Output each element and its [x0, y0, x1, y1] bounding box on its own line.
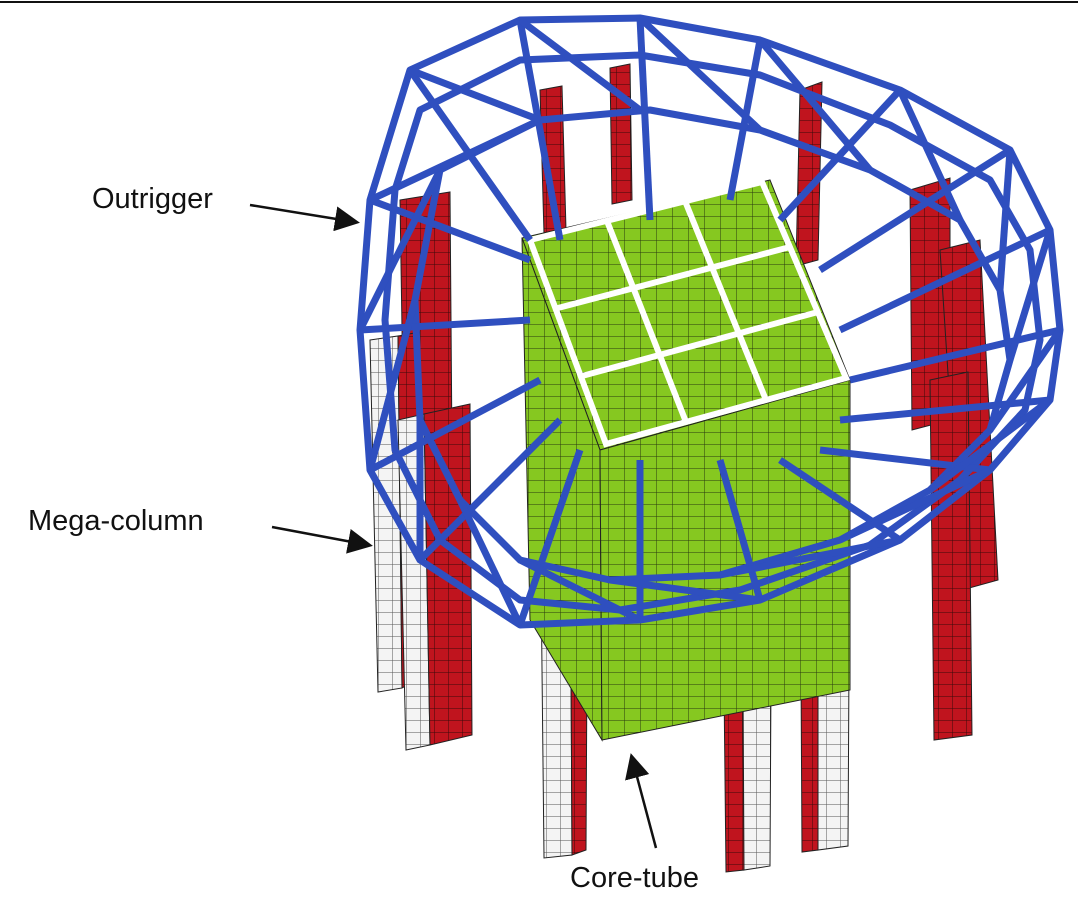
arrow-icon [625, 753, 658, 849]
mega-column [609, 63, 633, 205]
outrigger-truss [356, 14, 1064, 629]
mega-column [795, 81, 823, 267]
mega-column-label: Mega-column [28, 505, 204, 537]
mega-column [929, 371, 973, 741]
arrows [249, 203, 658, 849]
outrigger-label: Outrigger [92, 183, 213, 215]
arrow-icon [271, 525, 373, 554]
core-tube [521, 178, 851, 742]
core-tube-label: Core-tube [570, 862, 699, 894]
arrow-icon [249, 203, 360, 232]
slab-grid [526, 178, 851, 448]
